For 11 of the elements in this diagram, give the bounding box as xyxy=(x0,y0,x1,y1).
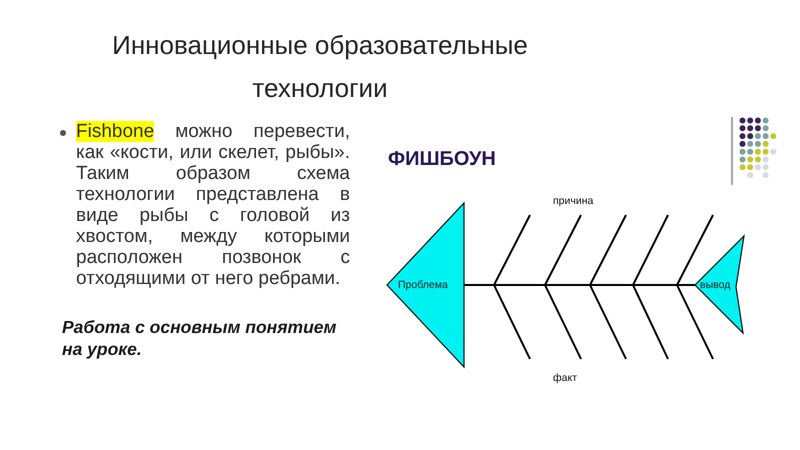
emphasis-note: Работа с основным понятием на уроке. xyxy=(62,316,338,360)
rib-label: факт xyxy=(553,372,577,384)
head-label: Проблема xyxy=(398,279,448,291)
spine-line xyxy=(464,284,695,286)
slide-title: Инновационные образовательные технологии xyxy=(111,29,529,105)
fish-tail-shape xyxy=(695,236,744,333)
diagram-heading: ФИШБОУН xyxy=(388,148,496,171)
body-paragraph: Fishbone можно перевести, как «кости, или скелет, рыбы». Таким образом схема технологии представлена в виде рыбы с головой из хвостом, между которыми расположен позвонок с отходящими от него ребрами. xyxy=(76,121,350,289)
fish-head-triangle xyxy=(387,203,464,367)
rib-label: причина xyxy=(553,195,594,207)
tail-label: вывод xyxy=(700,279,730,291)
